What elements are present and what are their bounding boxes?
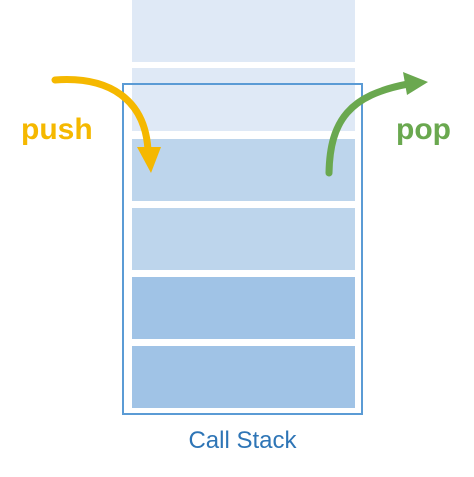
stack-block xyxy=(132,208,355,270)
stack-block-incoming xyxy=(132,0,355,62)
stack-block xyxy=(132,277,355,339)
pop-label: pop xyxy=(396,113,451,146)
stack-block xyxy=(132,139,355,201)
call-stack-frame xyxy=(122,83,363,415)
stack-block-bottom xyxy=(132,346,355,408)
stack-block-top xyxy=(132,68,355,131)
push-arrow-icon xyxy=(51,76,161,173)
diagram-caption: Call Stack xyxy=(188,427,297,454)
push-label: push xyxy=(21,113,93,146)
pop-arrow-icon xyxy=(325,72,428,177)
